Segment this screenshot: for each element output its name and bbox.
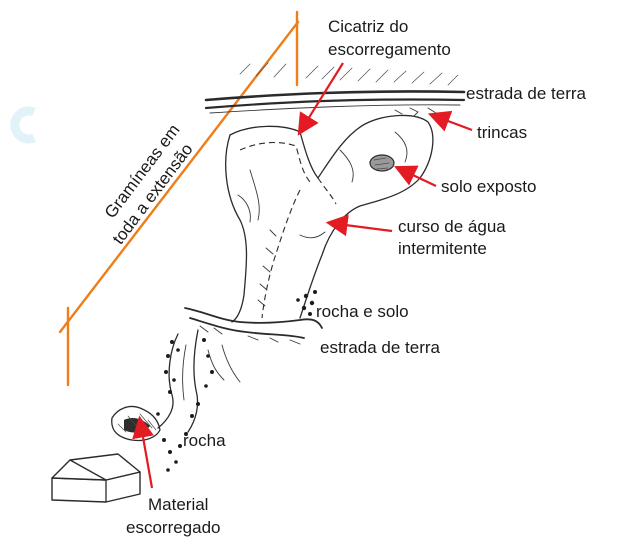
- label-cicatriz-line2: escorregamento: [328, 40, 451, 59]
- label-rocha-solo: rocha e solo: [316, 302, 409, 321]
- label-curso-agua-line1: curso de água: [398, 217, 506, 236]
- landslide-scar: [226, 108, 436, 322]
- arrow-trincas: [432, 115, 472, 130]
- lower-slide-track: [158, 330, 240, 432]
- label-trincas: trincas: [477, 123, 527, 142]
- annotation-arrows: [140, 63, 472, 488]
- label-solo-exposto: solo exposto: [441, 177, 536, 196]
- scar-outline-left: [226, 135, 247, 322]
- label-gramineas: Gramíneas em toda a extensão: [91, 121, 201, 248]
- dirt-road-top: [206, 91, 464, 113]
- watermark-arc: [15, 111, 34, 139]
- label-estrada-top: estrada de terra: [466, 84, 587, 103]
- label-rocha: rocha: [183, 431, 226, 450]
- vegetation-boundary: [60, 12, 298, 385]
- drainage-channel: [262, 190, 300, 318]
- slid-mass-dark: [124, 418, 150, 433]
- label-estrada-bottom: estrada de terra: [320, 338, 441, 357]
- labels: Cicatriz do escorregamento estrada de te…: [91, 17, 586, 537]
- label-material-line1: Material: [148, 495, 208, 514]
- slid-material: [112, 406, 160, 440]
- label-material-line2: escorregado: [126, 518, 221, 537]
- house: [52, 454, 140, 502]
- label-cicatriz-line1: Cicatriz do: [328, 17, 408, 36]
- rock-soil-dots: [296, 290, 317, 316]
- label-curso-agua-line2: intermitente: [398, 239, 487, 258]
- arrow-material: [140, 420, 152, 488]
- arrow-solo-exposto: [398, 168, 436, 186]
- arrow-curso-agua: [330, 223, 392, 231]
- arrow-cicatriz: [300, 63, 343, 132]
- grass-hatching: [240, 63, 458, 85]
- lower-rock-dots: [156, 338, 214, 472]
